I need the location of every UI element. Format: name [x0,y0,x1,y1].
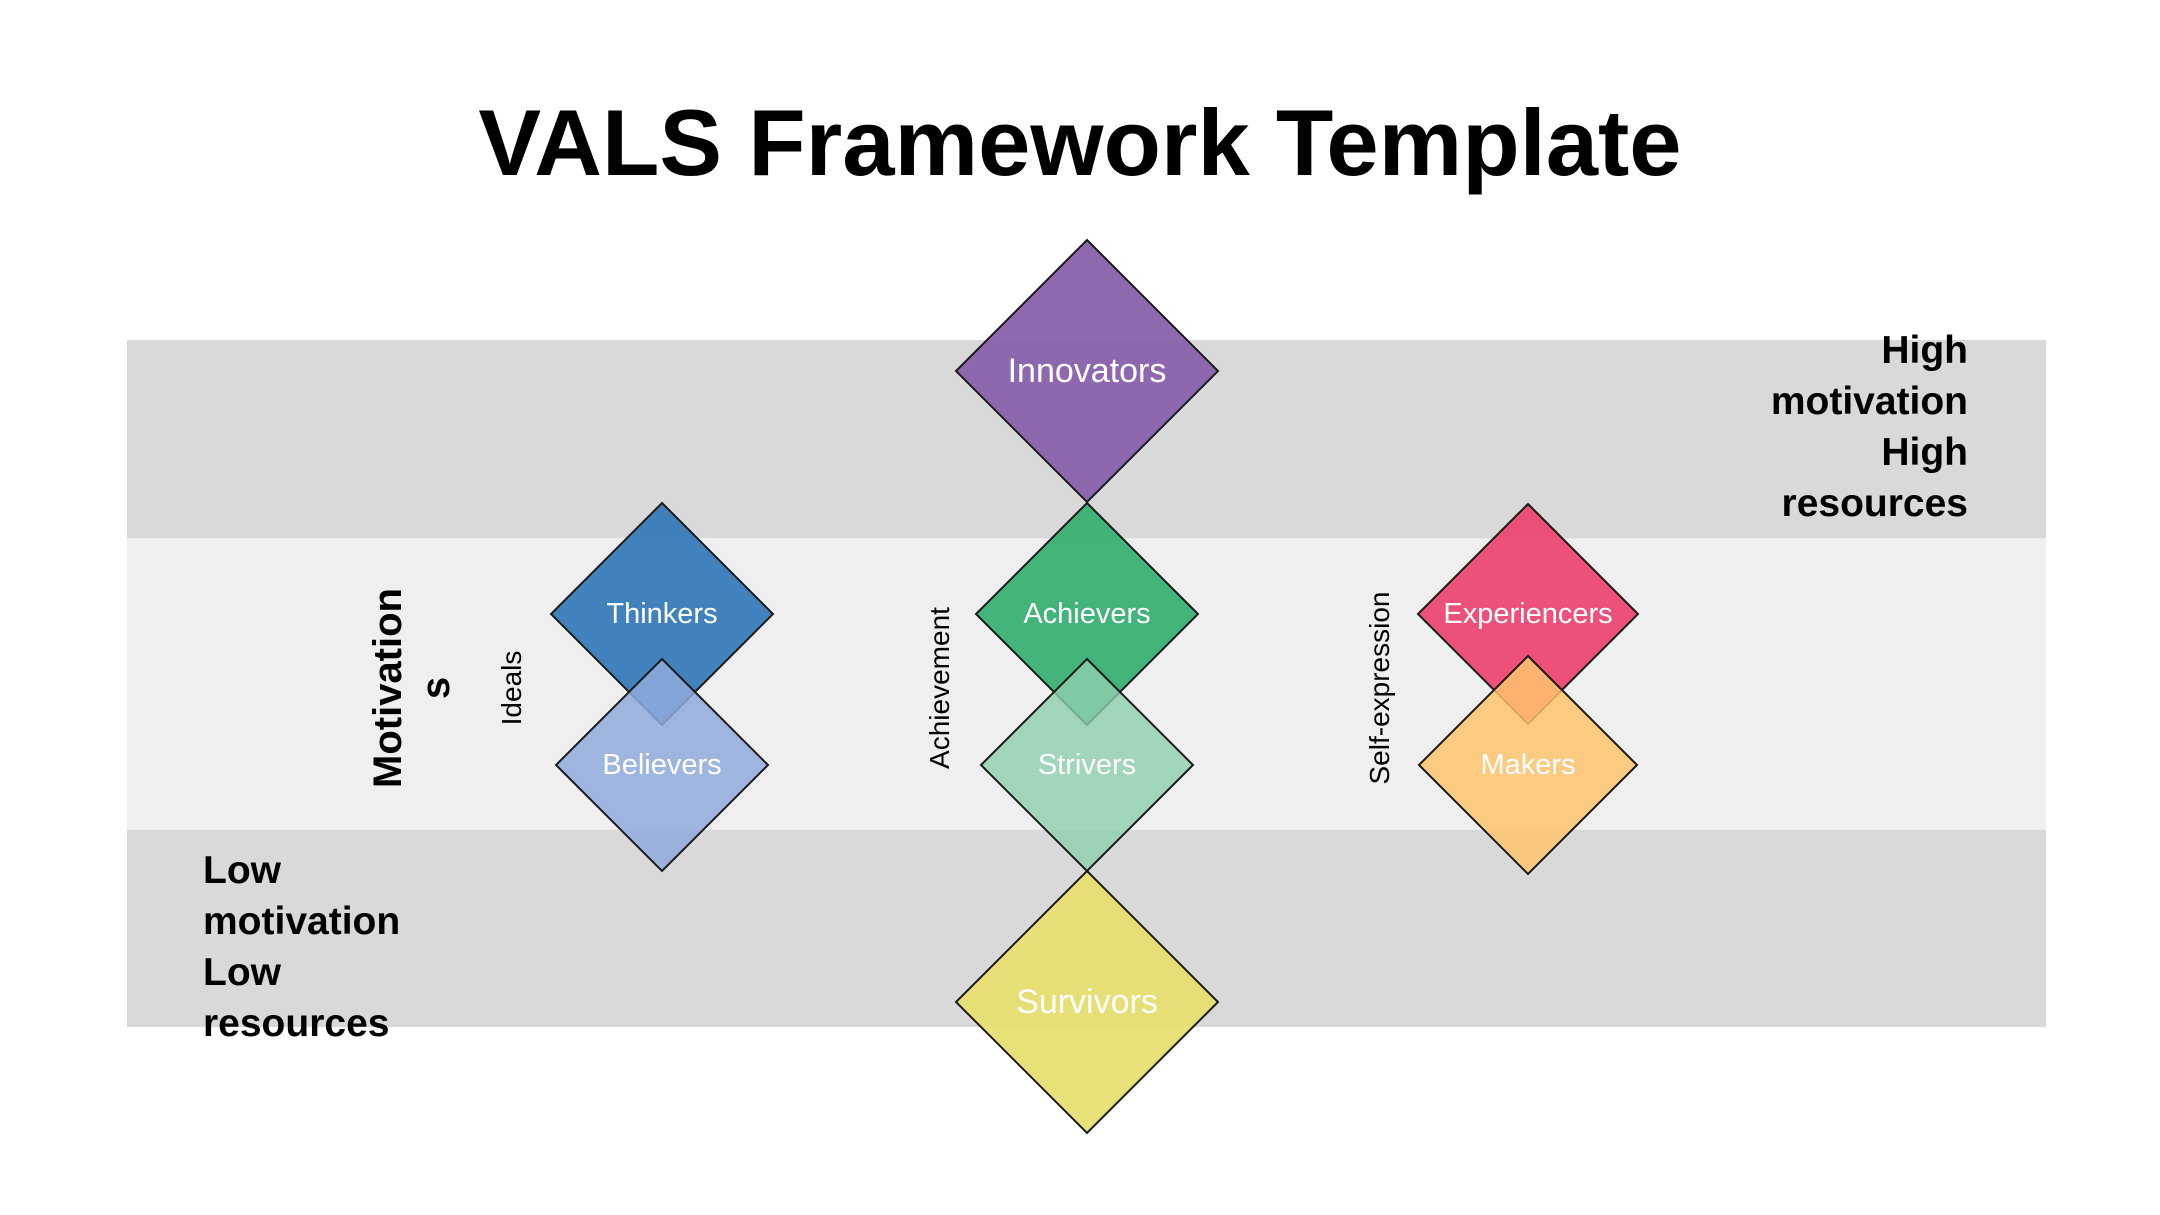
believers-label: Believers [602,749,721,781]
low-resources-label: Low motivation Low resources [203,849,401,1045]
makers-segment: Makers [1417,654,1639,876]
makers-diamond [1417,654,1639,876]
page-title: VALS Framework Template [478,90,1682,195]
survivors-segment: Survivors [954,869,1220,1135]
innovators-segment: Innovators [954,238,1220,504]
innovators-label: Innovators [1008,352,1167,390]
achievers-label: Achievers [1023,598,1150,630]
survivors-label: Survivors [1016,983,1158,1021]
makers-label: Makers [1480,749,1575,781]
thinkers-label: Thinkers [606,598,717,630]
strivers-segment: Strivers [979,657,1195,873]
believers-segment: Believers [554,657,770,873]
strivers-label: Strivers [1038,749,1136,781]
experiencers-label: Experiencers [1443,598,1612,630]
experiencers-segment: Experiencers [1416,502,1640,726]
achievers-segment: Achievers [974,501,1200,727]
believers-diamond [554,657,770,873]
survivors-diamond [954,869,1220,1135]
high-resources-label: High motivation High resources [1770,329,1968,525]
